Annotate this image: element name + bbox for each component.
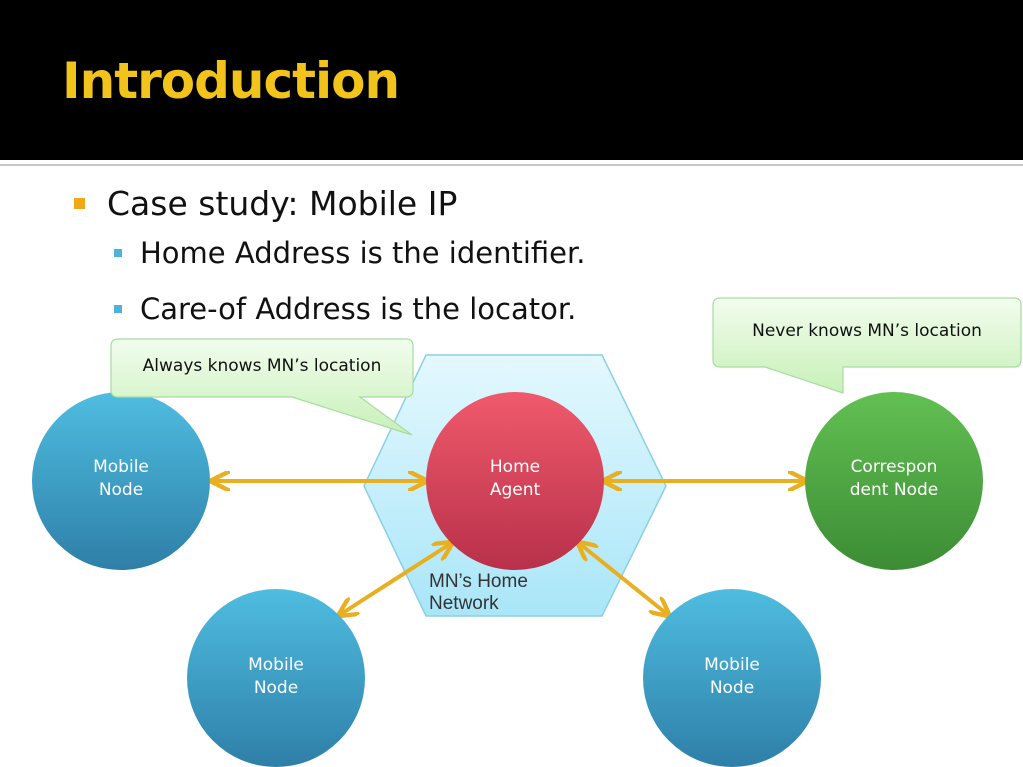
correspondent-node-line2: dent Node <box>849 480 939 500</box>
callout-correspondent-text: Never knows MN’s location <box>752 321 982 341</box>
mobile-node-left-line1: Mobile <box>93 457 149 477</box>
mobile-node-left-circle <box>32 392 210 570</box>
correspondent-node-label: Correspon dent Node <box>829 456 959 502</box>
callout-correspondent-bubble <box>712 297 1022 394</box>
title-divider <box>0 160 1023 166</box>
mobile-node-left-line2: Node <box>98 480 144 500</box>
mobile-node-bottom-right-line1: Mobile <box>704 655 760 675</box>
mobile-node-bottom-right-circle <box>643 589 821 767</box>
mobile-node-bottom-right-label: Mobile Node <box>672 654 792 700</box>
mobile-node-bottom-left-circle <box>187 589 365 767</box>
mobile-node-bottom-right-line2: Node <box>709 678 755 698</box>
mobile-node-left-label: Mobile Node <box>61 456 181 502</box>
mobile-node-bottom-left-line1: Mobile <box>248 655 304 675</box>
home-network-label-line2: Network <box>429 593 499 614</box>
bullet-sub-1: Home Address is the identifier. <box>114 236 585 270</box>
bullet-main-text: Case study: Mobile IP <box>107 184 458 223</box>
title-bar: Introduction <box>0 0 1023 160</box>
mobile-node-bottom-left-label: Mobile Node <box>216 654 336 700</box>
home-agent-circle <box>426 392 604 570</box>
home-agent-line1: Home <box>489 457 541 477</box>
home-agent-line2: Agent <box>489 480 541 500</box>
correspondent-node-line1: Correspon <box>850 457 938 477</box>
bullet-square-icon <box>74 198 85 209</box>
arrow-home-agent-to-bottom-left <box>341 544 450 614</box>
slide-title: Introduction <box>62 52 400 110</box>
bullet-square-icon <box>114 305 122 313</box>
callout-home-agent-bubble <box>110 338 414 436</box>
bullet-sub-2: Care-of Address is the locator. <box>114 292 576 326</box>
correspondent-node-circle <box>805 392 983 570</box>
bullet-sub-2-text: Care-of Address is the locator. <box>140 292 577 326</box>
bullet-sub-1-text: Home Address is the identifier. <box>140 236 586 270</box>
bullet-main: Case study: Mobile IP <box>74 184 457 223</box>
callout-home-agent-text: Always knows MN’s location <box>142 356 382 376</box>
home-network-label-line1: MN’s Home <box>429 571 528 592</box>
home-network-label: MN’s Home Network <box>429 571 528 615</box>
arrow-home-agent-to-bottom-right <box>580 544 667 614</box>
mobile-node-bottom-left-line2: Node <box>253 678 299 698</box>
bullet-square-icon <box>114 249 122 257</box>
home-agent-label: Home Agent <box>455 456 575 502</box>
